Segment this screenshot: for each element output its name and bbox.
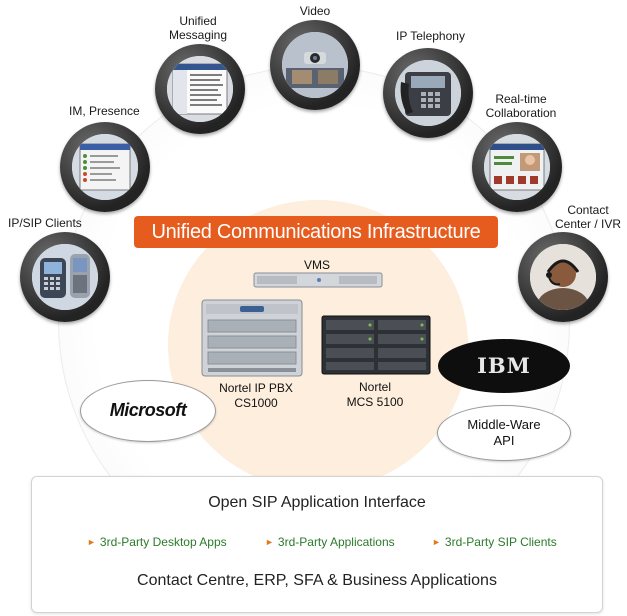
phone-devices-icon [32,244,98,310]
node-ip-telephony [383,48,473,138]
pbx-chassis-icon [201,299,303,377]
ibm-logo: IBM [438,339,570,393]
microsoft-logo: Microsoft [80,380,216,442]
collaboration-window-icon [484,134,550,200]
node-contact-center [518,232,608,322]
presence-window-icon [72,134,138,200]
mcs-server-icon [321,315,431,375]
headset-agent-icon [530,244,596,310]
label-ip-telephony: IP Telephony [396,29,465,43]
panel-footer: Contact Centre, ERP, SFA & Business Appl… [137,572,497,589]
label-vms: VMS [303,258,330,272]
app-item-desktop-apps: ►3rd-Party Desktop Apps [87,535,227,549]
bullet-arrow-icon: ► [265,537,274,547]
desk-phone-icon [395,60,461,126]
video-camera-icon [282,32,348,98]
vms-server-icon [253,272,383,288]
open-sip-panel: Open SIP Application Interface ►3rd-Part… [31,476,603,613]
node-video [270,20,360,110]
infrastructure-banner: Unified Communications Infrastructure [134,216,498,248]
message-inbox-icon [167,56,233,122]
label-ip-sip-clients: IP/SIP Clients [8,216,82,230]
panel-title: Open SIP Application Interface [208,494,426,511]
app-item-sip-clients: ►3rd-Party SIP Clients [432,535,557,549]
bullet-arrow-icon: ► [432,537,441,547]
node-ip-sip-clients [20,232,110,322]
label-video: Video [299,4,331,18]
label-im-presence: IM, Presence [69,104,140,118]
bullet-arrow-icon: ► [87,537,96,547]
node-unified-messaging [155,44,245,134]
app-item-applications: ►3rd-Party Applications [265,535,395,549]
node-realtime-collaboration [472,122,562,212]
node-im-presence [60,122,150,212]
